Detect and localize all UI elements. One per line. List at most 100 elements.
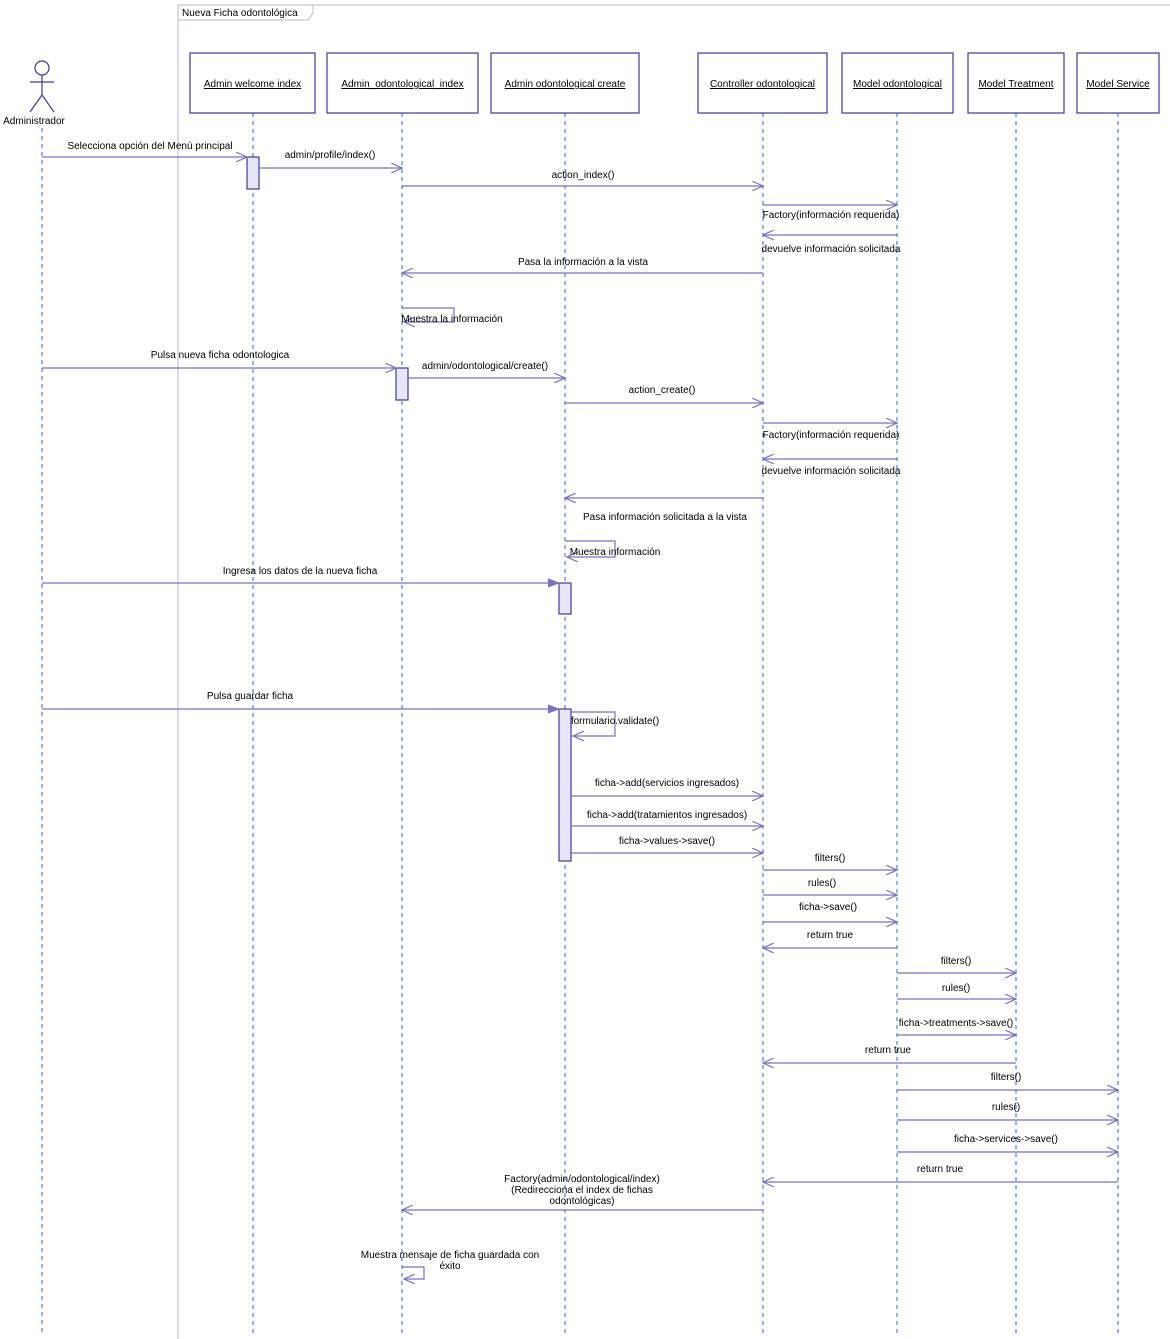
message-label: Factory(información requerida) [763,210,900,221]
message-label: Pasa información solicitada a la vista [583,512,747,523]
lifeline-label: Admin odontological create [505,79,626,90]
message-20: ficha->values->save() [571,836,763,853]
message-label: ficha->save() [799,902,857,913]
message-label: ficha->services->save() [954,1134,1058,1145]
lifeline-welcome: Admin welcome index [189,52,316,1336]
message-30: rules() [897,1102,1118,1120]
message-9: admin/odontological/create() [408,361,565,378]
message-29: filters() [897,1072,1118,1090]
message-label: rules() [992,1102,1020,1113]
message-25: filters() [897,956,1016,973]
message-14: Muestra información [565,540,661,558]
message-label: filters() [941,956,972,967]
message-5: devuelve información solicitada [762,235,901,255]
message-label: Pasa la información a la vista [518,257,649,268]
actor-administrador: Administrador [3,60,66,1336]
message-label: return true [807,930,854,941]
lifeline-label: Admin welcome index [204,79,301,90]
lifeline-modelOdo: Model odontological [841,52,954,1336]
message-label: filters() [991,1072,1022,1083]
message-label: action_create() [629,385,696,396]
message-12: devuelve información solicitada [762,459,901,477]
message-label: Ingresa los datos de la nueva ficha [223,566,378,577]
message-19: ficha->add(tratamientos ingresados) [571,810,763,826]
message-label: admin/profile/index() [285,150,376,161]
message-label: return true [865,1045,912,1056]
lifeline-label: Model Treatment [978,79,1053,90]
lifeline-box [967,52,1065,114]
self-message-arrow [402,1266,425,1279]
message-22: rules() [763,878,897,895]
lifeline-modelTreat: Model Treatment [967,52,1065,1336]
message-label: ficha->treatments->save() [899,1018,1014,1029]
lifeline-label: Controller odontological [710,79,815,90]
message-label: return true [917,1164,964,1175]
lifeline-controller: Controller odontological [697,52,828,1336]
lifeline-box [841,52,954,114]
message-label: action_index() [552,170,615,181]
self-message-arrow [565,540,616,557]
lifeline-label: Model odontological [853,79,942,90]
message-label: rules() [942,983,970,994]
message-13: Pasa información solicitada a la vista [565,498,763,523]
lifeline-label: Model Service [1086,79,1150,90]
message-label: devuelve información solicitada [762,244,901,255]
message-33: Factory(admin/odontological/index)(Redir… [402,1174,763,1210]
actor-head-icon [34,60,50,76]
message-label: ficha->values->save() [619,836,715,847]
activation-bar [395,367,409,401]
message-24: return true [763,930,897,948]
lifeline-box [697,52,828,114]
interaction-frame: Nueva Ficha odontológica [177,4,1170,1339]
self-message-arrow [402,307,455,322]
message-label: filters() [815,853,846,864]
activation-bar [246,156,260,190]
message-label: formulario.validate() [571,716,659,727]
message-label: Factory(admin/odontological/index)(Redir… [504,1174,660,1207]
message-21: filters() [763,853,897,870]
activation-bar [558,582,572,615]
message-label: Factory(información requerida) [763,430,900,441]
message-27: ficha->treatments->save() [897,1018,1016,1035]
self-message-arrow [571,711,616,736]
lifeline-odoIndex: Admin_odontological_index [326,52,479,1336]
message-23: ficha->save() [763,902,897,922]
lifeline-modelServ: Model Service [1076,52,1160,1336]
lifeline-box [490,52,640,114]
message-label: Muestra la información [401,314,502,325]
message-1: Selecciona opción del Menú principal [42,141,247,157]
message-16: Pulsa guardar ficha [42,691,559,709]
message-28: return true [763,1045,1016,1063]
message-31: ficha->services->save() [897,1134,1118,1152]
message-15: Ingresa los datos de la nueva ficha [42,566,559,583]
message-label: admin/odontological/create() [422,361,548,372]
message-4: Factory(información requerida) [763,205,900,221]
message-label: ficha->add(tratamientos ingresados) [587,810,747,821]
message-18: ficha->add(servicios ingresados) [571,778,763,796]
message-label: Muestra información [570,547,661,558]
message-label: rules() [808,878,836,889]
actor-name: Administrador [3,116,65,127]
message-label: devuelve información solicitada [762,466,901,477]
message-label: Pulsa guardar ficha [207,691,294,702]
message-label: Selecciona opción del Menú principal [67,141,232,152]
message-32: return true [763,1164,1118,1182]
lifeline-label: Admin_odontological_index [341,79,463,90]
message-17: formulario.validate() [571,711,659,736]
message-2: admin/profile/index() [259,150,402,168]
lifeline-box [1076,52,1160,114]
message-10: action_create() [565,385,763,403]
message-label: ficha->add(servicios ingresados) [595,778,739,789]
message-label: Pulsa nueva ficha odontologica [151,350,290,361]
message-8: Pulsa nueva ficha odontologica [42,350,396,368]
message-3: action_index() [402,170,763,186]
lifeline-box [189,52,316,114]
message-6: Pasa la información a la vista [402,257,763,273]
activation-bar [558,708,572,862]
message-7: Muestra la información [401,307,503,325]
lifeline-odoCreate: Admin odontological create [490,52,640,1336]
frame-title: Nueva Ficha odontológica [182,8,298,19]
